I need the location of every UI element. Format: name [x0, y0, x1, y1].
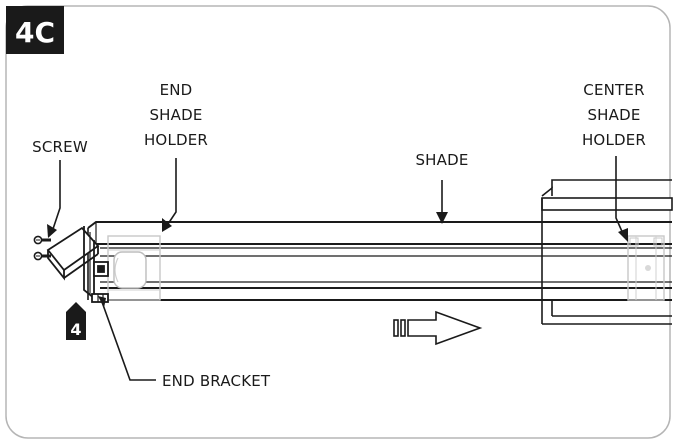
step-number-marker: 4: [66, 302, 86, 340]
leader-lines: [51, 156, 625, 381]
step-number-label: 4: [70, 320, 81, 339]
roller-end-cap: [113, 251, 147, 289]
label-screw: SCREW: [32, 138, 88, 156]
slide-direction-arrow: [393, 310, 483, 346]
step-tag: 4C: [6, 6, 64, 54]
leader-arrowheads: [47, 212, 628, 308]
screw-pair: [33, 235, 51, 261]
label-center-shade-holder-line2: SHADE: [587, 106, 640, 124]
label-end-shade-holder-line3: HOLDER: [144, 131, 208, 149]
step-tag-label: 4C: [15, 16, 55, 49]
label-end-shade-holder-line1: END: [160, 81, 193, 99]
label-center-shade-holder-line1: CENTER: [583, 81, 644, 99]
screw-upper: [33, 235, 51, 245]
shade-rail: [87, 221, 672, 301]
center-shade-holder: [627, 235, 665, 301]
label-end-shade-holder-line2: SHADE: [149, 106, 202, 124]
label-center-shade-holder-line3: HOLDER: [582, 131, 646, 149]
center-bracket-housing: [541, 179, 673, 325]
screw-lower: [33, 251, 51, 261]
label-end-bracket: END BRACKET: [162, 372, 271, 390]
label-shade: SHADE: [415, 151, 468, 169]
